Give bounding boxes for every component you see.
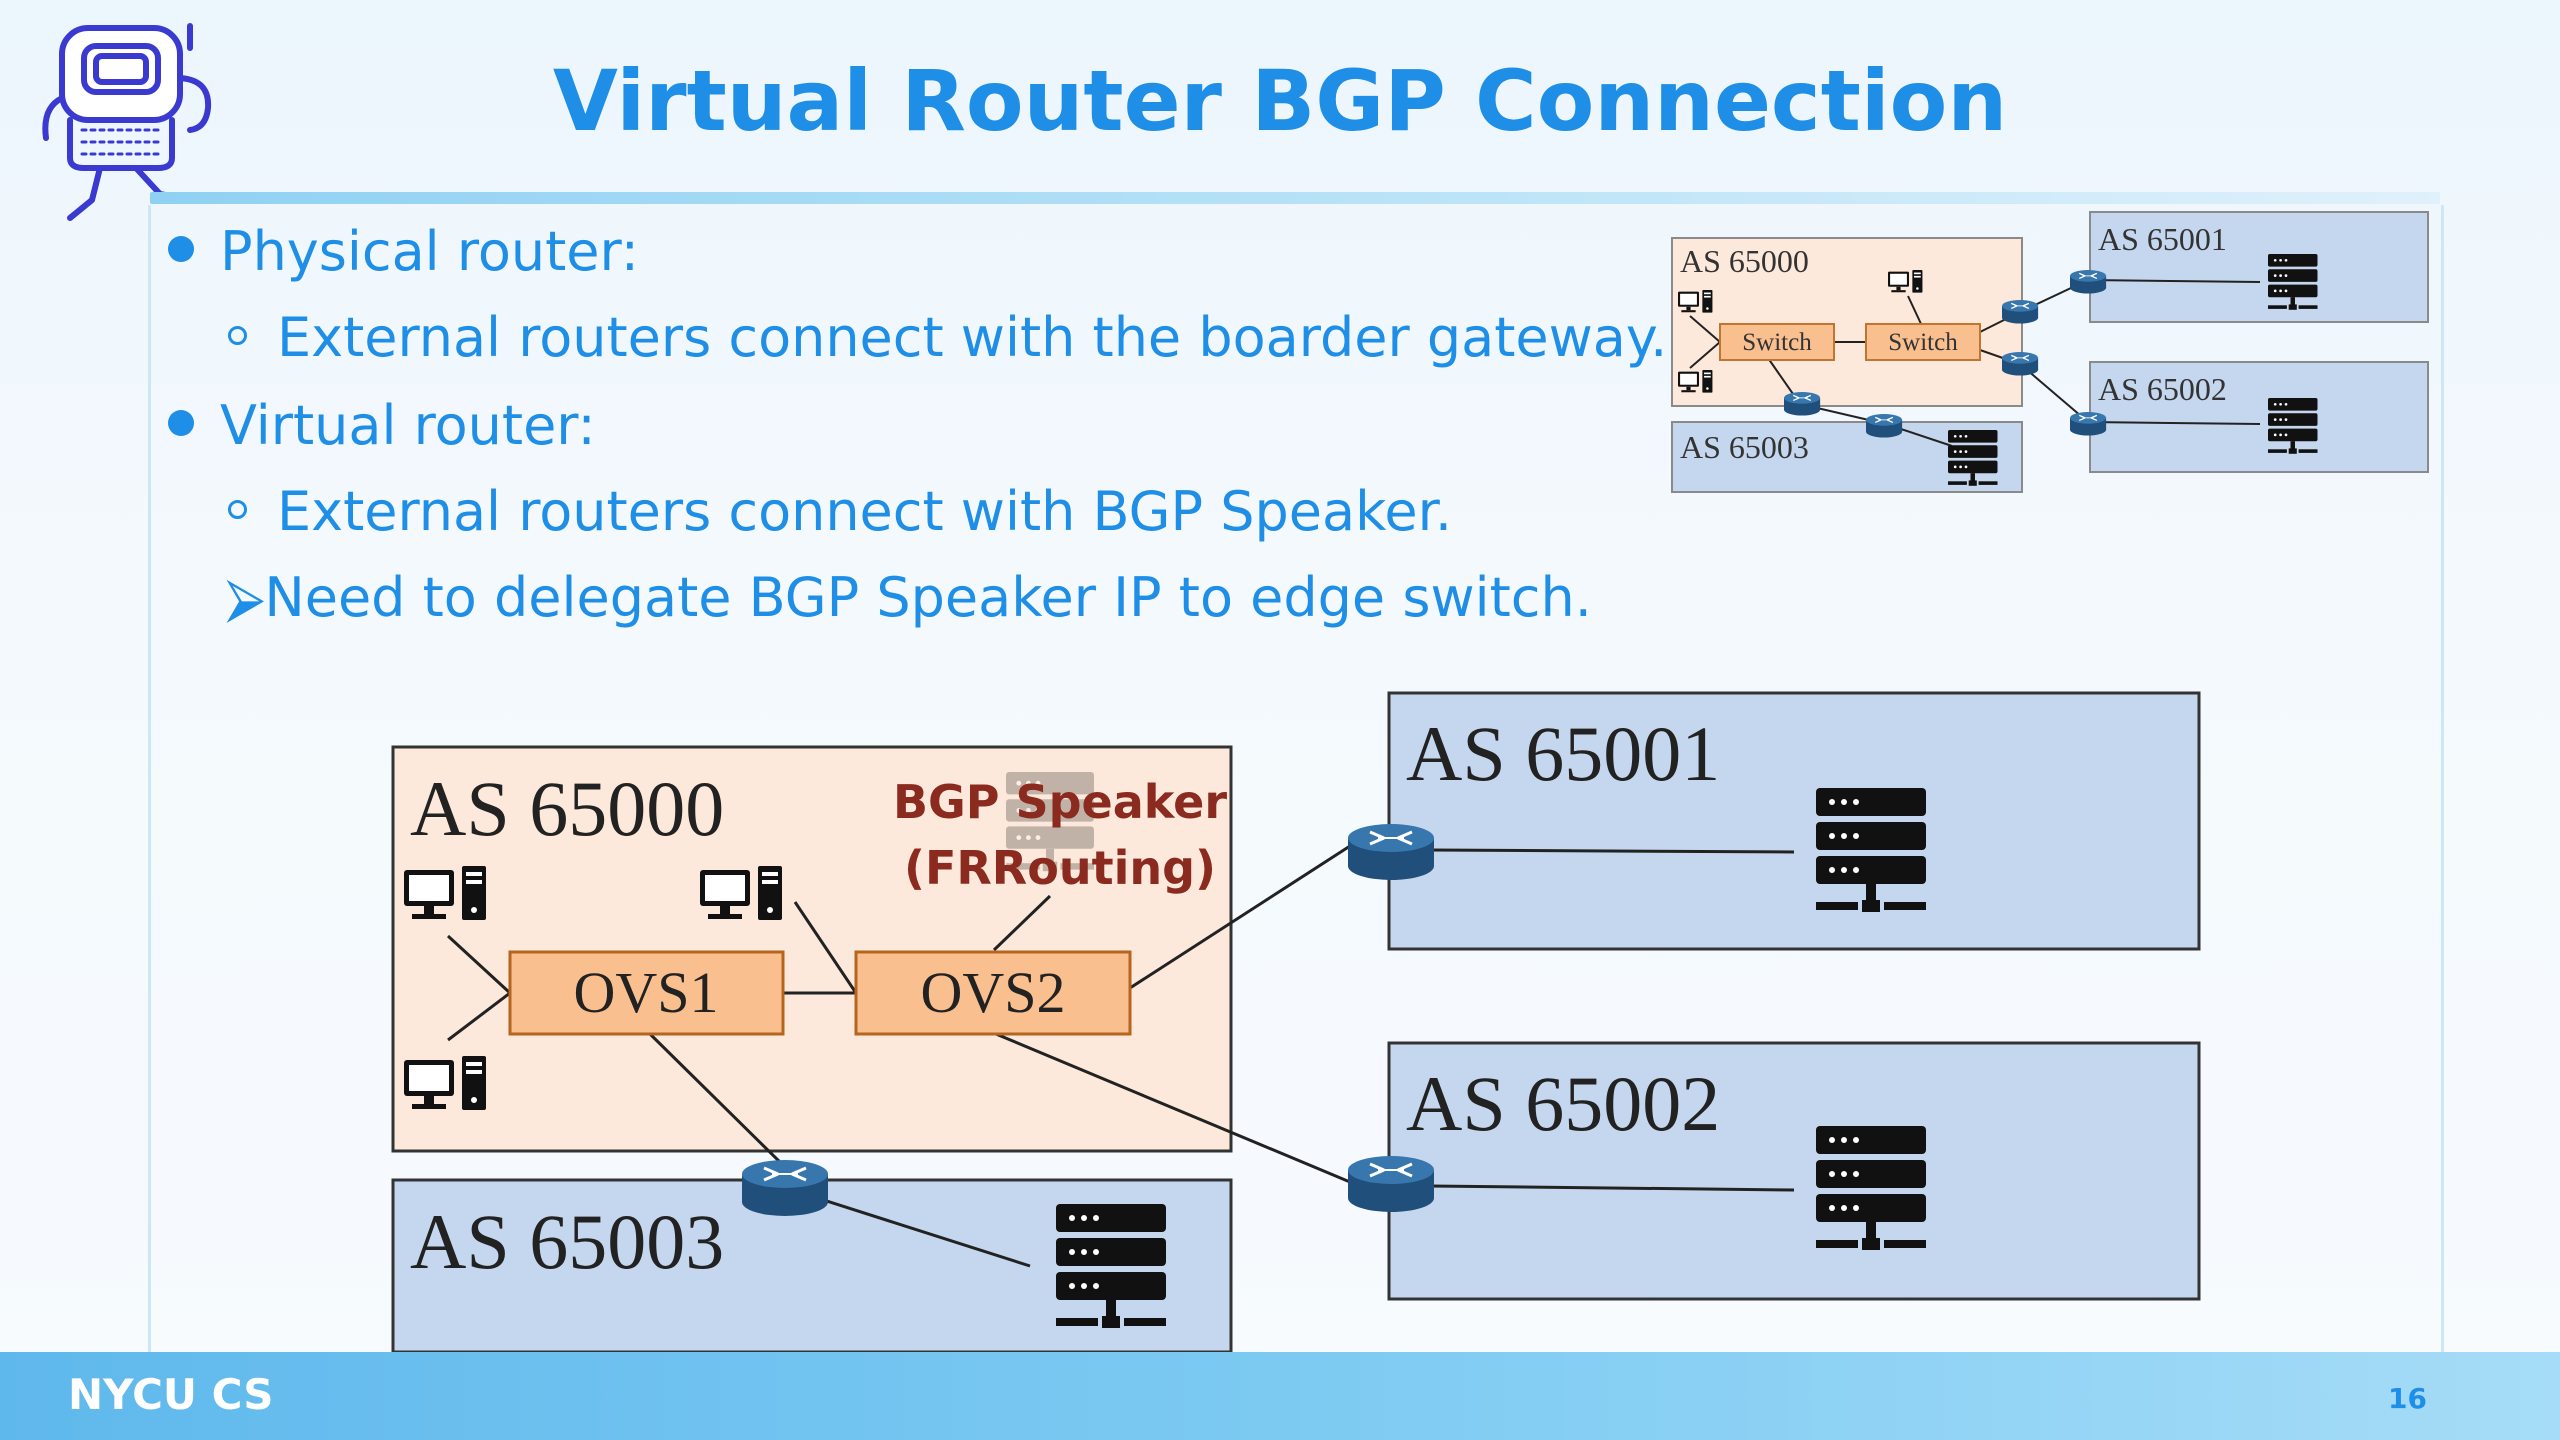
footer-org: NYCU CS <box>68 1370 274 1419</box>
small-switch-1 <box>1719 323 1835 361</box>
as-2-label: AS 65002 <box>1406 1060 1720 1147</box>
ovs1-switch <box>508 950 785 1036</box>
ovs2-label: OVS2 <box>920 960 1065 1025</box>
as-2-box <box>1387 1041 2201 1301</box>
mascot-logo <box>42 23 212 221</box>
small-router-icon <box>2001 351 2039 377</box>
small-switch-2-label: Switch <box>1888 329 1958 356</box>
small-router-icon <box>2069 269 2107 295</box>
small-as-main-box <box>1671 237 2023 407</box>
ovs1-label: OVS1 <box>573 960 718 1025</box>
bgp-speaker-sublabel: (FRRouting) <box>904 841 1216 895</box>
router-icon-as-1 <box>1346 822 1436 882</box>
small-as-1-label: AS 65001 <box>2098 221 2227 257</box>
small-switch-2 <box>1865 323 1981 361</box>
content-frame <box>148 205 2444 1355</box>
bullet-dot-icon <box>168 410 194 437</box>
as-1-box <box>1387 691 2201 951</box>
router-icon-as-2 <box>1346 1154 1436 1214</box>
small-router-icon <box>1865 413 1903 439</box>
as-main-label: AS 65000 <box>410 765 724 852</box>
slide-title: Virtual Router BGP Connection <box>552 52 2008 150</box>
footer-bar: NYCU CS 16 <box>0 1352 2560 1440</box>
small-as-3-label: AS 65003 <box>1680 429 1809 465</box>
small-router-icon <box>2001 299 2039 325</box>
ovs2-switch <box>854 950 1132 1036</box>
small-switch-1-label: Switch <box>1742 329 1812 356</box>
page-number: 16 <box>2388 1382 2427 1415</box>
sub-bullet-delegate-ip: ⮚Need to delegate BGP Speaker IP to edge… <box>226 566 1592 629</box>
large-topology-diagram: AS 65000 AS 65003 AS 65001 AS 65002 BGP … <box>391 691 2201 1354</box>
title-divider <box>150 192 2440 204</box>
small-topology-diagram: AS 65000 AS 65003 AS 65001 AS 65002 Swit… <box>1671 211 2429 493</box>
bullet-ring-icon <box>228 499 247 519</box>
small-as-main-label: AS 65000 <box>1680 243 1809 279</box>
sub-bullet-border-gateway: External routers connect with the boarde… <box>228 306 1667 369</box>
small-as-2-label: AS 65002 <box>2098 371 2227 407</box>
bullet-dot-icon <box>168 236 194 263</box>
bullet-virtual-router: Virtual router: <box>168 394 596 457</box>
as-1-label: AS 65001 <box>1406 710 1720 797</box>
small-router-icon <box>2069 411 2107 437</box>
bullet-physical-router: Physical router: <box>168 220 639 283</box>
small-as-1-box <box>2089 211 2429 323</box>
bgp-speaker-label: BGP Speaker <box>893 775 1227 829</box>
as-3-label: AS 65003 <box>410 1198 724 1285</box>
small-as-2-box <box>2089 361 2429 473</box>
network-links <box>446 844 1795 1268</box>
sub-bullet-bgp-speaker: External routers connect with BGP Speake… <box>228 480 1452 543</box>
bullet-ring-icon <box>228 325 247 345</box>
router-icon-as-3 <box>740 1158 830 1218</box>
small-router-icon <box>1783 391 1821 417</box>
